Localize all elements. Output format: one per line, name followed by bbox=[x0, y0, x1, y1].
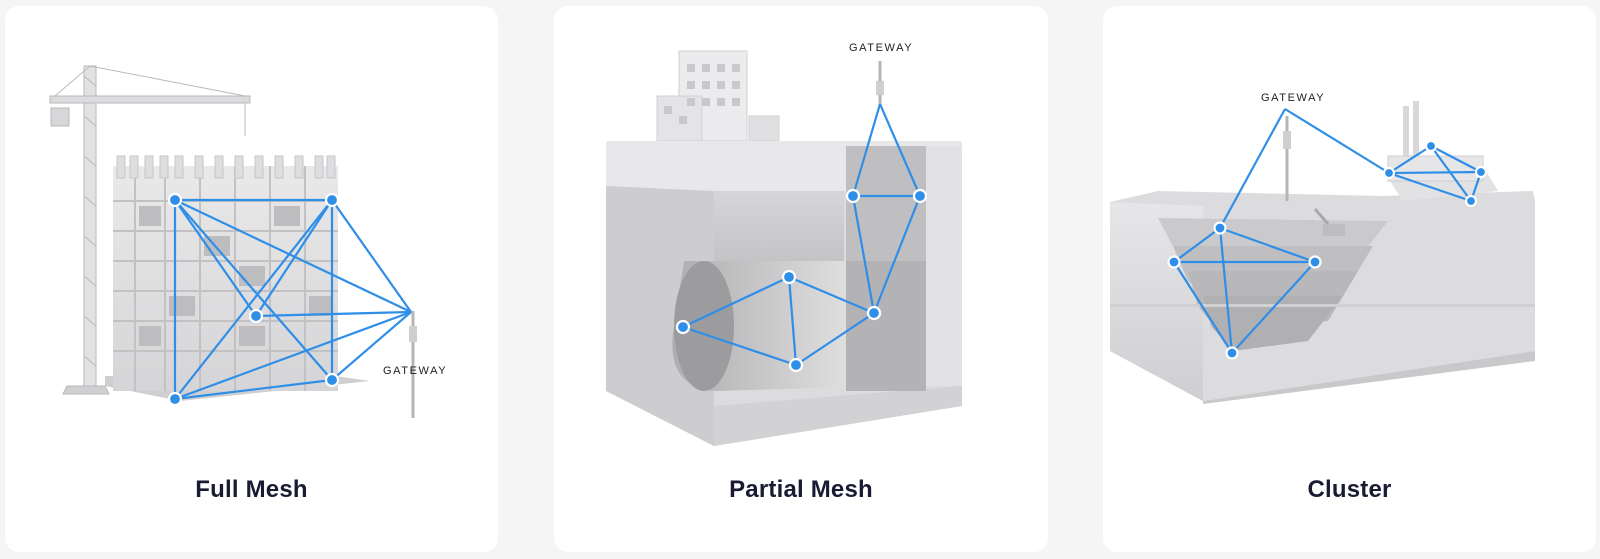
cluster-illustration: GATEWAY bbox=[1110, 92, 1535, 404]
node-icon bbox=[324, 192, 340, 208]
node-icon bbox=[845, 188, 861, 204]
gateway-pole-icon bbox=[409, 311, 417, 418]
quarry-illustration bbox=[1110, 191, 1535, 404]
node-icon bbox=[781, 269, 797, 285]
ground-block-illustration bbox=[606, 141, 962, 446]
node-icon bbox=[1213, 221, 1227, 235]
gateway-label: GATEWAY bbox=[1261, 92, 1325, 104]
node-icon bbox=[675, 319, 691, 335]
crane-illustration bbox=[49, 65, 251, 395]
node-icon bbox=[248, 308, 264, 324]
partial-mesh-card: GATEWAY Part bbox=[554, 6, 1048, 552]
node-icon bbox=[1474, 165, 1488, 179]
node-icon bbox=[1464, 194, 1478, 208]
cluster-card: GATEWAY bbox=[1103, 6, 1596, 552]
node-icon bbox=[1424, 139, 1438, 153]
node-icon bbox=[866, 305, 882, 321]
node-icon bbox=[1225, 346, 1239, 360]
node-icon bbox=[1167, 255, 1181, 269]
gateway-pole-icon bbox=[876, 61, 884, 106]
node-icon bbox=[788, 357, 804, 373]
partial-mesh-network bbox=[682, 103, 922, 367]
node-icon bbox=[1308, 255, 1322, 269]
cluster-network bbox=[1173, 108, 1483, 354]
mesh-nodes bbox=[675, 188, 928, 373]
card-title: Full Mesh bbox=[195, 476, 308, 503]
full-mesh-network bbox=[173, 198, 412, 401]
gateway-label: GATEWAY bbox=[383, 365, 447, 377]
card-title: Partial Mesh bbox=[729, 476, 873, 503]
partial-mesh-illustration: GATEWAY bbox=[606, 42, 962, 446]
mesh-nodes bbox=[167, 192, 340, 407]
factory-illustration bbox=[1383, 101, 1498, 201]
full-mesh-illustration: GATEWAY bbox=[49, 65, 447, 418]
card-title: Cluster bbox=[1307, 476, 1392, 503]
excavator-icon bbox=[1313, 208, 1345, 236]
gateway-pole-icon bbox=[1283, 116, 1291, 201]
node-icon bbox=[167, 192, 183, 208]
node-icon bbox=[324, 372, 340, 388]
node-icon bbox=[912, 188, 928, 204]
gateway-label: GATEWAY bbox=[849, 42, 913, 54]
city-buildings-illustration bbox=[656, 50, 780, 142]
node-icon bbox=[167, 391, 183, 407]
node-icon bbox=[1382, 166, 1396, 180]
mesh-nodes bbox=[1167, 139, 1488, 360]
building-illustration bbox=[105, 155, 370, 401]
full-mesh-card: GATEWAY bbox=[5, 6, 498, 552]
